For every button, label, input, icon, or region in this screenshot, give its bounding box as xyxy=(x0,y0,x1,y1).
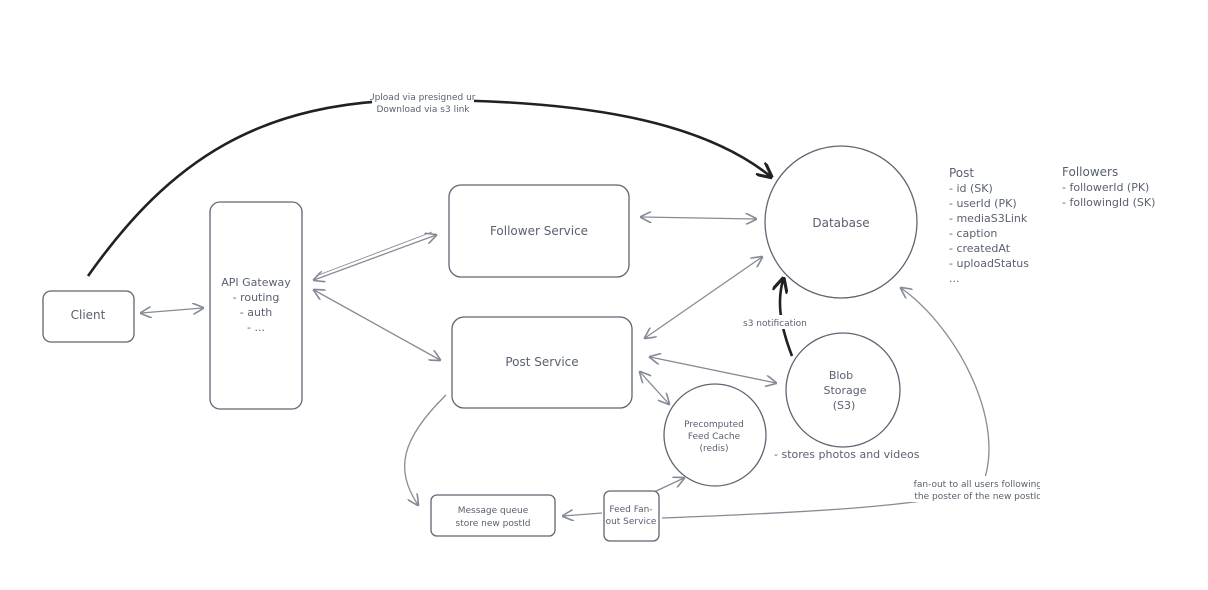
upload-download-edge xyxy=(86,98,770,277)
upload-label-line-1: Upload via presigned url xyxy=(368,93,478,103)
fanout-service-node[interactable]: Feed Fan- out Service xyxy=(603,490,660,542)
post-service-node[interactable]: Post Service xyxy=(451,316,633,409)
upload-label-line-2: Download via s3 link xyxy=(377,105,471,115)
post-schema-field: - userId (PK) xyxy=(949,197,1017,210)
post-schema-title: Post xyxy=(949,166,974,180)
api-gateway-line-more: - ... xyxy=(247,321,265,334)
post-schema: Post - id (SK) - userId (PK) - mediaS3Li… xyxy=(949,166,1029,285)
blob-storage-line-3: (S3) xyxy=(833,399,856,412)
fanout-label-line-2: the poster of the new postId xyxy=(914,492,1042,502)
blob-storage-line-2: Storage xyxy=(823,384,866,397)
followers-schema-title: Followers xyxy=(1062,165,1118,179)
api-gateway-title: API Gateway xyxy=(221,276,291,289)
feed-cache-line-3: (redis) xyxy=(700,444,729,454)
post-blob-edge xyxy=(650,357,776,383)
post-schema-field: - id (SK) xyxy=(949,182,993,195)
gateway-post-edge xyxy=(314,290,440,360)
post-queue-edge xyxy=(404,394,447,505)
blob-storage-note: - stores photos and videos xyxy=(774,448,920,461)
message-queue-node[interactable]: Message queue store new postId xyxy=(430,494,556,537)
s3-notification-label: s3 notification xyxy=(743,319,807,329)
post-schema-field: - mediaS3Link xyxy=(949,212,1028,225)
api-gateway-line-auth: - auth xyxy=(240,306,272,319)
api-gateway-line-routing: - routing xyxy=(233,291,280,304)
message-queue-line-2: store new postId xyxy=(456,519,531,529)
followers-schema-field: - followingId (SK) xyxy=(1062,196,1155,209)
fanout-queue-edge xyxy=(563,513,603,516)
followers-schema-field: - followerId (PK) xyxy=(1062,181,1149,194)
client-node[interactable]: Client xyxy=(42,290,135,343)
gateway-follower-edge-stroke xyxy=(315,231,433,277)
database-label: Database xyxy=(812,216,869,230)
client-label: Client xyxy=(71,308,106,322)
feed-cache-line-2: Feed Cache xyxy=(688,432,741,442)
client-gateway-edge xyxy=(141,308,203,313)
fanout-edge-label: fan-out to all users following the poste… xyxy=(914,480,1042,502)
follower-database-edge xyxy=(641,217,756,219)
followers-schema: Followers - followerId (PK) - followingI… xyxy=(1062,165,1155,209)
s3-notification-label-group: s3 notification xyxy=(743,319,807,329)
gateway-follower-edge xyxy=(314,235,436,280)
api-gateway-node[interactable]: API Gateway - routing - auth - ... xyxy=(209,201,303,410)
database-node[interactable]: Database xyxy=(764,145,918,299)
feed-cache-node[interactable]: Precomputed Feed Cache (redis) xyxy=(663,383,767,487)
blob-storage-node[interactable]: Blob Storage (S3) xyxy=(785,332,901,448)
follower-service-label: Follower Service xyxy=(490,224,588,238)
post-database-edge xyxy=(645,257,762,338)
follower-service-node[interactable]: Follower Service xyxy=(448,184,630,278)
blob-storage-line-1: Blob xyxy=(829,369,853,382)
post-schema-field: - caption xyxy=(949,227,997,240)
post-schema-field: - uploadStatus xyxy=(949,257,1029,270)
post-schema-field: - createdAt xyxy=(949,242,1011,255)
post-schema-field: ... xyxy=(949,272,960,285)
feed-cache-line-1: Precomputed xyxy=(684,420,744,430)
message-queue-line-1: Message queue xyxy=(458,506,529,516)
fanout-service-line-1: Feed Fan- xyxy=(609,505,652,515)
fanout-service-line-2: out Service xyxy=(606,517,657,527)
post-cache-edge xyxy=(640,372,669,404)
post-service-label: Post Service xyxy=(505,355,578,369)
fanout-cache-edge xyxy=(653,478,684,493)
fanout-label-line-1: fan-out to all users following xyxy=(914,480,1042,490)
upload-edge-label: Upload via presigned url Download via s3… xyxy=(368,93,478,115)
